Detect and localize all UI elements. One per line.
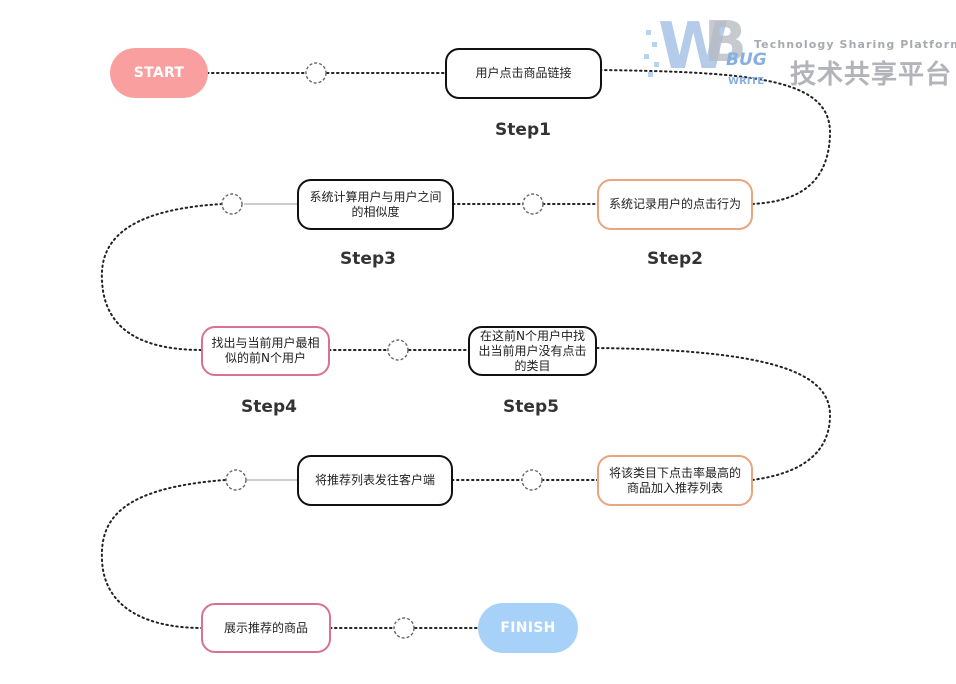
connector-step7-step8	[100, 479, 226, 629]
finish-node: FINISH	[478, 603, 578, 653]
logo-pixel	[644, 54, 649, 59]
logo-mark-w: W	[658, 10, 729, 84]
connector-step5-step6	[596, 347, 832, 481]
step2-label: Step2	[647, 249, 703, 269]
connector-circle-1	[305, 62, 327, 84]
step1-node: 用户点击商品链接	[445, 48, 602, 99]
connector-circle-3	[221, 193, 243, 215]
connector-circle-4	[387, 339, 409, 361]
step2-node: 系统记录用户的点击行为	[597, 179, 753, 230]
connector-step1-step2	[599, 69, 832, 205]
connector-circle-6	[225, 469, 247, 491]
logo-pixel	[646, 30, 651, 35]
logo-mark-b: B	[704, 10, 747, 75]
step1-label: Step1	[495, 120, 551, 140]
step4-label: Step4	[241, 397, 297, 417]
start-node: START	[110, 48, 208, 98]
step5-node: 在这前N个用户中找出当前用户没有点击的类目	[468, 326, 597, 376]
step6-node: 将该类目下点击率最高的商品加入推荐列表	[597, 455, 753, 506]
connector-step3-step4	[100, 203, 223, 351]
connector-circle-2	[522, 193, 544, 215]
logo-write-text: WRITE	[728, 76, 765, 87]
step5-label: Step5	[503, 397, 559, 417]
logo-tagline: Technology Sharing Platform	[754, 38, 956, 51]
logo-pixel	[654, 62, 659, 67]
step4-node: 找出与当前用户最相似的前N个用户	[201, 326, 330, 376]
step3-label: Step3	[340, 249, 396, 269]
logo-bug-text: BUG	[726, 50, 767, 70]
connector-circle-5	[521, 469, 543, 491]
connector-circle-7	[393, 617, 415, 639]
logo-pixel	[652, 42, 657, 47]
logo-pixel	[648, 72, 653, 77]
step8-node: 展示推荐的商品	[201, 603, 331, 653]
logo-name: 技术共享平台	[790, 60, 953, 90]
step7-node: 将推荐列表发往客户端	[297, 455, 453, 506]
step3-node: 系统计算用户与用户之间的相似度	[297, 179, 454, 230]
logo-watermark: W B BUG WRITE Technology Sharing Platfor…	[644, 10, 956, 94]
